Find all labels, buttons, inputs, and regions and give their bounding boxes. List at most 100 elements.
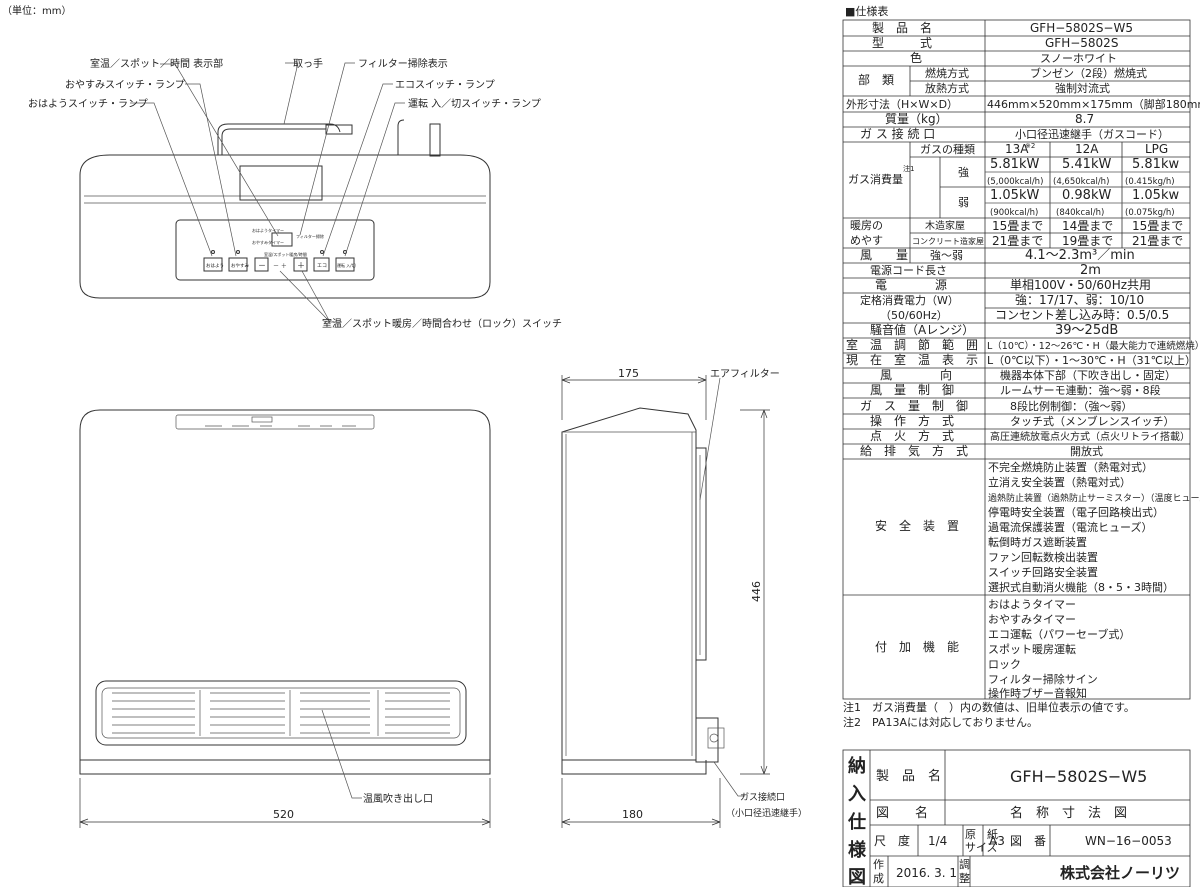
callout-air-filter: エアフィルター <box>710 368 780 380</box>
callout-handle: 取っ手 <box>293 57 323 70</box>
svg-text:図 番: 図 番 <box>1010 834 1046 848</box>
heater-front-body <box>79 409 491 761</box>
svg-text:ガ ス 接 続 口: ガ ス 接 続 口 <box>860 126 935 141</box>
svg-text:成: 成 <box>873 872 884 885</box>
svg-text:点 火 方 式: 点 火 方 式 <box>870 428 954 443</box>
svg-text:ガ ス 量 制 御: ガ ス 量 制 御 <box>860 398 968 413</box>
cord-plug <box>325 124 353 135</box>
svg-text:放熱方式: 放熱方式 <box>925 81 969 95</box>
front-panel-strip <box>175 414 375 430</box>
svg-text:強制対流式: 強制対流式 <box>1055 81 1110 95</box>
heating-guide-block: 暖房の めやす 木造家屋 コンクリート造家屋 15畳まで 14畳まで 15畳まで… <box>843 218 1190 249</box>
minus-button[interactable] <box>254 257 269 272</box>
gas-connector <box>429 123 441 157</box>
svg-text:様: 様 <box>848 839 867 861</box>
company-name: 株式会社ノーリツ <box>1060 864 1180 882</box>
heater-side-body <box>561 407 697 761</box>
svg-text:弱: 弱 <box>958 196 969 209</box>
callout-eco: エコスイッチ・ランプ <box>395 79 495 91</box>
heater-top-body <box>79 154 491 299</box>
svg-text:電 源: 電 源 <box>875 278 947 292</box>
control-panel <box>175 219 375 281</box>
svg-text:－ ＋: － ＋ <box>273 263 287 270</box>
svg-text:図: 図 <box>848 867 866 887</box>
svg-text:おやすみ: おやすみ <box>231 262 249 269</box>
dim-depth-bottom: 180 <box>622 808 643 821</box>
svg-text:単相100V・50/60Hz共用: 単相100V・50/60Hz共用 <box>1010 278 1151 292</box>
svg-text:入: 入 <box>848 784 866 805</box>
svg-text:446mm×520mm×175mm（脚部180mm）: 446mm×520mm×175mm（脚部180mm） <box>987 97 1200 111</box>
svg-text:－: － <box>258 261 266 270</box>
oyasumi-button[interactable] <box>228 257 248 272</box>
svg-text:木造家屋: 木造家屋 <box>925 219 965 232</box>
svg-text:不完全燃焼防止装置（熱電対式）: 不完全燃焼防止装置（熱電対式） <box>988 460 1153 474</box>
svg-text:サイズ: サイズ <box>965 840 998 854</box>
svg-text:作: 作 <box>873 858 884 871</box>
side-gas-connector <box>695 717 719 763</box>
svg-text:立消え安全装置（熱電対式）: 立消え安全装置（熱電対式） <box>988 475 1131 489</box>
svg-text:転倒時ガス遮断装置: 転倒時ガス遮断装置 <box>988 535 1087 549</box>
svg-text:安 全 装 置: 安 全 装 置 <box>875 518 959 533</box>
callout-oyasumi: おやすみスイッチ・ランプ <box>65 79 185 91</box>
side-view: 175 エアフィルター ガス接続口 （小口径迅速継手） 446 180 <box>561 367 807 828</box>
panel-display <box>271 232 293 247</box>
safety-block: 安 全 装 置 不完全燃焼防止装置（熱電対式） 立消え安全装置（熱電対式） 過熱… <box>843 460 1200 596</box>
svg-text:製 品 名: 製 品 名 <box>876 768 941 784</box>
svg-text:2m: 2m <box>1080 263 1101 278</box>
spec-note-1: 注1 ガス消費量（ ）内の数値は、旧単位表示の値です。 <box>843 700 1135 714</box>
power-button[interactable] <box>335 257 355 272</box>
spec-header: ■仕様表 <box>845 4 888 18</box>
svg-text:GFH−5802S−W5: GFH−5802S−W5 <box>1030 21 1133 35</box>
svg-text:原 紙: 原 紙 <box>965 827 998 841</box>
svg-text:スポット暖房運転: スポット暖房運転 <box>988 643 1076 656</box>
svg-text:付 加 機 能: 付 加 機 能 <box>875 639 959 654</box>
svg-text:8.7: 8.7 <box>1075 112 1094 126</box>
callout-power: 運転 入／切スイッチ・ランプ <box>408 98 541 110</box>
svg-text:運転 入/切: 運転 入/切 <box>337 262 356 268</box>
svg-text:型 式: 型 式 <box>872 36 932 50</box>
eco-button[interactable] <box>313 257 330 272</box>
svg-text:スイッチ回路安全装置: スイッチ回路安全装置 <box>988 565 1098 579</box>
svg-text:おやすみタイマー: おやすみタイマー <box>252 239 284 245</box>
callout-filter-display: フィルター掃除表示 <box>358 57 448 70</box>
svg-text:5.41kW: 5.41kW <box>1062 157 1111 172</box>
svg-text:1.05kW: 1.05kW <box>990 188 1039 203</box>
svg-text:停電時安全装置（電子回路検出式）: 停電時安全装置（電子回路検出式） <box>988 505 1164 519</box>
ohayou-button[interactable] <box>203 257 223 272</box>
svg-text:L（0℃以下）・1〜30℃・H（31℃以上）: L（0℃以下）・1〜30℃・H（31℃以上） <box>987 354 1196 367</box>
front-view: 温風吹き出し口 520 <box>79 409 491 828</box>
svg-text:強：17/17、弱：10/10: 強：17/17、弱：10/10 <box>1015 293 1144 307</box>
svg-text:めやす: めやす <box>850 234 883 247</box>
plus-button[interactable] <box>293 257 308 272</box>
svg-text:コンセント差し込み時：0.5/0.5: コンセント差し込み時：0.5/0.5 <box>995 308 1169 322</box>
svg-text:質量（kg）: 質量（kg） <box>885 111 948 126</box>
svg-text:(900kcal/h): (900kcal/h) <box>990 208 1038 218</box>
svg-text:色: 色 <box>910 51 922 65</box>
power-cord <box>217 123 341 155</box>
svg-text:14畳まで: 14畳まで <box>1062 219 1113 233</box>
svg-text:A3: A3 <box>989 834 1005 848</box>
svg-text:ファン回転数検出装置: ファン回転数検出装置 <box>988 550 1098 564</box>
dim-depth-top: 175 <box>618 367 639 380</box>
svg-text:（50/60Hz）: （50/60Hz） <box>880 309 948 322</box>
callout-room-temp-display: 室温／スポット／時間 表示部 <box>90 57 223 70</box>
svg-text:選択式自動消火機能（8・5・3時間）: 選択式自動消火機能（8・5・3時間） <box>988 580 1174 594</box>
title-drawing-number: WN−16−0053 <box>1085 834 1172 848</box>
svg-text:外形寸法（H×W×D）: 外形寸法（H×W×D） <box>846 97 958 111</box>
svg-text:フィルター掃除: フィルター掃除 <box>296 233 324 239</box>
svg-text:風 向: 風 向 <box>880 367 952 382</box>
svg-text:21畳まで: 21畳まで <box>992 234 1043 248</box>
svg-text:5.81kW: 5.81kW <box>990 157 1039 172</box>
svg-text:ルームサーモ連動：強〜弱・8段: ルームサーモ連動：強〜弱・8段 <box>1000 383 1161 397</box>
callout-gas-inlet-sub: （小口径迅速継手） <box>726 807 807 819</box>
svg-text:操 作 方 式: 操 作 方 式 <box>870 413 954 428</box>
warm-air-outlet <box>95 680 467 746</box>
svg-text:操作時ブザー音報知: 操作時ブザー音報知 <box>988 686 1087 700</box>
extra-features-block: 付 加 機 能 おはようタイマー おやすみタイマー エコ運転（パワーセーブ式） … <box>875 598 1130 700</box>
svg-text:風 量 制 御: 風 量 制 御 <box>870 382 954 397</box>
svg-text:エコ: エコ <box>317 263 327 269</box>
svg-text:4.1〜2.3m³／min: 4.1〜2.3m³／min <box>1025 248 1135 263</box>
svg-text:GFH−5802S: GFH−5802S <box>1045 36 1118 50</box>
top-view: おはようタイマー おやすみタイマー フィルター掃除 室温/スポット暖房/時間 お… <box>28 57 562 330</box>
